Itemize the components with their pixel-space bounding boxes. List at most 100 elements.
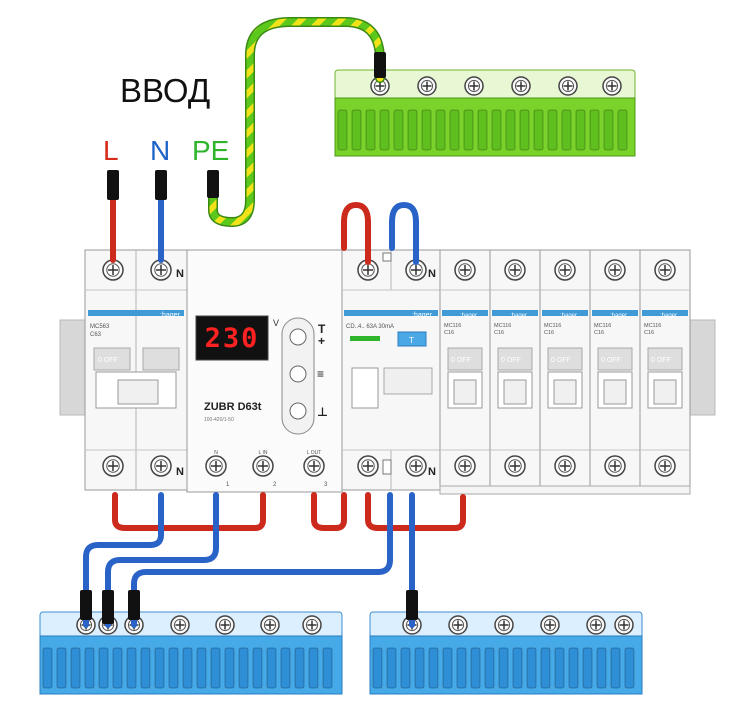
pe-bus-slot xyxy=(463,109,474,151)
output-bus-screw[interactable] xyxy=(494,615,514,635)
output-bus-slot xyxy=(400,647,411,689)
main-breaker-n-mark-top: N xyxy=(176,268,184,280)
pe-bus-screw[interactable] xyxy=(464,76,484,96)
relay-part: 100-420/1-50 xyxy=(204,417,234,423)
breaker-brand: :hager xyxy=(510,313,527,319)
rcd-brand: :hager xyxy=(412,312,433,319)
output-bus-slot xyxy=(540,647,551,689)
neutral-bus-slot xyxy=(196,647,207,689)
pe-bus-screw[interactable] xyxy=(511,76,531,96)
pe-bus-screw[interactable] xyxy=(558,76,578,96)
output-bus-slot xyxy=(512,647,523,689)
top-terminal-screw[interactable] xyxy=(554,259,576,281)
neutral-bus-slot xyxy=(280,647,291,689)
input-title: ВВОД xyxy=(120,72,210,109)
rcd-test-button[interactable] xyxy=(397,331,427,347)
neutral-bus-screw[interactable] xyxy=(302,615,322,635)
relay-terminal-label: L OUT xyxy=(307,450,322,456)
breaker-model: MC116 xyxy=(544,323,561,329)
phase-to-relay-wire xyxy=(112,492,266,531)
output-bus-slot xyxy=(414,647,425,689)
relay-terminal-screw[interactable] xyxy=(303,455,325,477)
top-terminal-screw[interactable] xyxy=(604,259,626,281)
bottom-terminal-screw[interactable] xyxy=(504,455,526,477)
output-bus-screw[interactable] xyxy=(614,615,634,635)
relay-button-up[interactable] xyxy=(289,328,307,346)
bottom-terminal-screw[interactable] xyxy=(102,455,124,477)
pe-bus-slot xyxy=(617,109,628,151)
breaker-rating: C16 xyxy=(544,330,554,336)
pe-bus-slot xyxy=(407,109,418,151)
pe-bus-slot xyxy=(519,109,530,151)
output-bus-slot xyxy=(610,647,621,689)
top-terminal-screw[interactable] xyxy=(504,259,526,281)
neutral-bus-slot xyxy=(238,647,249,689)
neutral-bus-slot xyxy=(56,647,67,689)
top-terminal-screw[interactable] xyxy=(357,259,379,281)
pe-bus-screw[interactable] xyxy=(602,76,622,96)
relay-button-down[interactable] xyxy=(289,402,307,420)
pe-bus-bar xyxy=(334,69,636,157)
neutral-bus-slot xyxy=(112,647,123,689)
neutral-bus-screw[interactable] xyxy=(215,615,235,635)
relay-terminal-number: 2 xyxy=(273,482,277,488)
neutral-bus-slot xyxy=(98,647,109,689)
breaker-rating: C16 xyxy=(494,330,504,336)
relay-terminal-screw[interactable] xyxy=(252,455,274,477)
breaker-model: MC116 xyxy=(594,323,611,329)
pe-bus-slot xyxy=(603,109,614,151)
bottom-terminal-screw[interactable] xyxy=(454,455,476,477)
pe-bus-slot xyxy=(421,109,432,151)
relay-terminal-number: 3 xyxy=(324,482,328,488)
output-bus-slot xyxy=(568,647,579,689)
neutral-bus-screw[interactable] xyxy=(260,615,280,635)
pe-bus-slot xyxy=(533,109,544,151)
neutral-bus-screw[interactable] xyxy=(170,615,190,635)
output-bus-screw[interactable] xyxy=(540,615,560,635)
relay-display xyxy=(195,315,269,361)
top-terminal-screw[interactable] xyxy=(150,259,172,281)
output-bus-slot xyxy=(470,647,481,689)
relay-button-menu[interactable] xyxy=(289,365,307,383)
breaker-state: 0 OFF xyxy=(451,357,471,364)
earth-label: PE xyxy=(192,135,229,166)
output-bus-screw[interactable] xyxy=(448,615,468,635)
neutral-bus-slot xyxy=(140,647,151,689)
relay-button-plus-label: + xyxy=(318,334,325,348)
bottom-terminal-screw[interactable] xyxy=(405,455,427,477)
relay-terminal-screw[interactable] xyxy=(205,455,227,477)
top-terminal-screw[interactable] xyxy=(454,259,476,281)
bottom-terminal-screw[interactable] xyxy=(604,455,626,477)
pe-bus-slot xyxy=(435,109,446,151)
main-breaker-n-mark-bottom: N xyxy=(176,466,184,478)
breaker-rating: C16 xyxy=(644,330,654,336)
main-breaker-toggle[interactable] xyxy=(117,379,159,405)
rcd-neutral-to-bus-wire xyxy=(131,492,393,628)
output-bus-slot xyxy=(554,647,565,689)
bottom-terminal-screw[interactable] xyxy=(554,455,576,477)
top-terminal-screw[interactable] xyxy=(102,259,124,281)
output-bus-slot xyxy=(372,647,383,689)
main-breaker: :hager MC563 C63 0 OFF N N xyxy=(84,249,188,491)
bottom-terminal-screw[interactable] xyxy=(654,455,676,477)
rcd-toggle[interactable] xyxy=(351,367,379,409)
pe-bus-slot xyxy=(337,109,348,151)
pe-bus-slot xyxy=(365,109,376,151)
top-terminal-screw[interactable] xyxy=(654,259,676,281)
pe-bus-screw[interactable] xyxy=(417,76,437,96)
rcd-model: CD..4.. 63A 30mA xyxy=(346,324,394,330)
rcd-n-mark-bottom: N xyxy=(428,466,436,478)
breaker-rating: C16 xyxy=(594,330,604,336)
bottom-terminal-screw[interactable] xyxy=(357,455,379,477)
breaker-model: MC116 xyxy=(444,323,461,329)
breaker-state: 0 OFF xyxy=(651,357,671,364)
output-bus-screw[interactable] xyxy=(586,615,606,635)
output-bus-slot xyxy=(498,647,509,689)
bottom-terminal-screw[interactable] xyxy=(150,455,172,477)
breaker-rating: C16 xyxy=(444,330,454,336)
breaker-state: 0 OFF xyxy=(501,357,521,364)
main-breaker-model: MC563 xyxy=(90,324,110,330)
